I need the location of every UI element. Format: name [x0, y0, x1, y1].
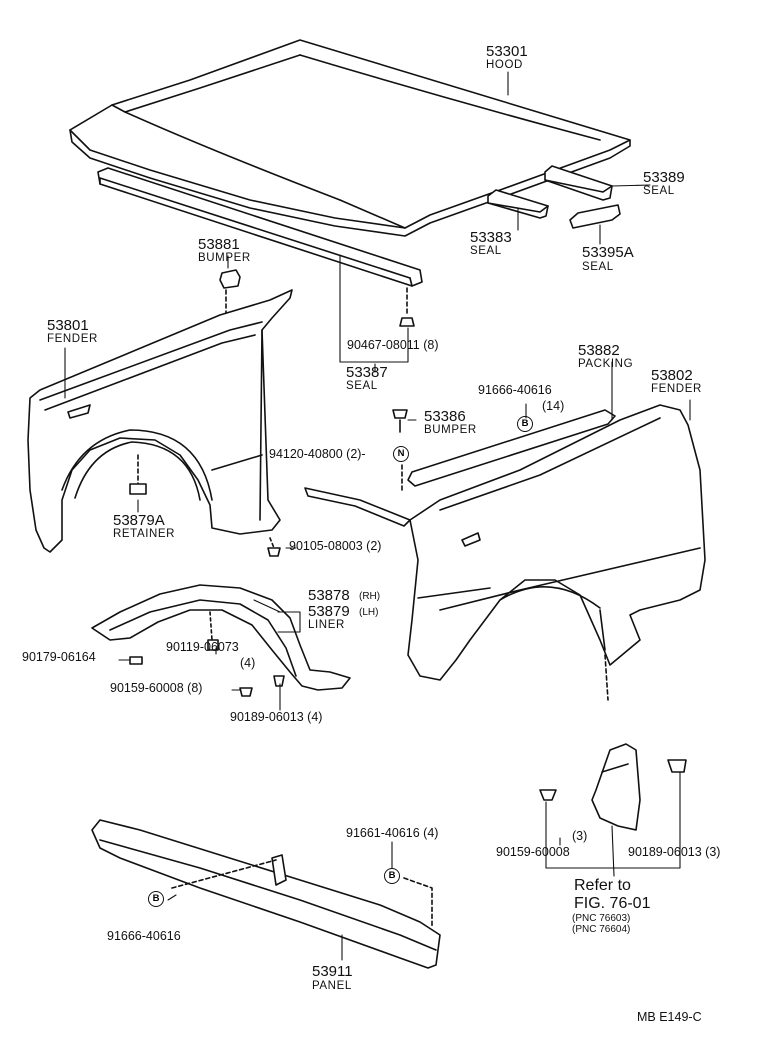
seal-53389-drawing [544, 165, 613, 201]
fender-53802-drawing [407, 404, 706, 701]
hood-part-number: 53301 [486, 43, 528, 60]
clip-90467-drawing [399, 287, 415, 327]
clip-90467-label: 90467-08011 (8) [347, 338, 439, 352]
bumper-53386-number: 53386 [424, 408, 466, 425]
clip-90119-qty: (4) [240, 656, 256, 670]
screw-90105-label: 90105-08003 (2) [289, 539, 382, 553]
packing-53882-name: PACKING [578, 358, 634, 370]
seal-53395a-name: SEAL [582, 261, 614, 273]
seal-53395a-number: 53395A [582, 244, 634, 261]
retainer-53879a-name: RETAINER [113, 528, 176, 540]
clip-90189-right-label: 90189-06013 (3) [628, 845, 721, 859]
hood-part-name: HOOD [486, 59, 523, 71]
seal-53383-drawing [487, 189, 549, 219]
seal-53383-number: 53383 [470, 229, 512, 246]
hood-drawing [69, 39, 631, 237]
nut-type-n-mark: N [393, 446, 409, 462]
liner-53879-suffix: (LH) [359, 607, 379, 618]
bumper-53386-drawing [392, 409, 408, 491]
refer-line-2: FIG. 76-01 [574, 895, 651, 912]
nut-94120-label: 94120-40800 (2)- [269, 447, 366, 461]
screw-90159-left-label: 90159-60008 (8) [110, 681, 203, 695]
clip-90189-left-label: 90189-06013 (4) [230, 710, 323, 724]
panel-53911-drawing [91, 819, 441, 969]
bumper-53881-name: BUMPER [198, 252, 251, 264]
seal-53387-drawing [97, 167, 423, 287]
seal-53389-number: 53389 [643, 169, 685, 186]
packing-53882-drawing [304, 409, 616, 527]
fender-53801-drawing [27, 289, 293, 557]
fender-53801-name: FENDER [47, 333, 98, 345]
bumper-53386-name: BUMPER [424, 424, 477, 436]
seal-53387-name: SEAL [346, 380, 378, 392]
bolt-91666-bottom-mark: B [148, 891, 164, 907]
refer-pnc-2: (PNC 76604) [572, 924, 631, 935]
bumper-53881-number: 53881 [198, 236, 240, 253]
liner-53879-number: 53879 [308, 603, 350, 620]
clip-90119-number: 90119-06073 [166, 640, 239, 654]
bolt-91661-mark: B [384, 868, 400, 884]
seal-53383-name: SEAL [470, 245, 502, 257]
clip-90179-label: 90179-06164 [22, 650, 96, 664]
fender-53802-number: 53802 [651, 367, 693, 384]
seal-53389-name: SEAL [643, 185, 675, 197]
refer-line-1: Refer to [574, 877, 631, 894]
mudguard-drawing [539, 743, 687, 831]
bolt-type-b-mark: B [517, 416, 533, 432]
screw-90159-right-number: 90159-60008 [496, 845, 570, 859]
bolt-91666-top-qty: (14) [542, 399, 565, 413]
fender-53802-name: FENDER [651, 383, 702, 395]
liner-name: LINER [308, 619, 345, 631]
liner-drawing [91, 584, 351, 697]
panel-53911-name: PANEL [312, 980, 352, 992]
panel-53911-number: 53911 [312, 963, 353, 980]
bumper-53881-drawing [219, 269, 241, 331]
bolt-91661-label: 91661-40616 (4) [346, 826, 439, 840]
packing-53882-number: 53882 [578, 342, 620, 359]
screw-90159-right-qty: (3) [572, 829, 588, 843]
liner-53878-suffix: (RH) [359, 591, 381, 602]
refer-pnc-1: (PNC 76603) [572, 913, 631, 924]
diagram-code: MB E149-C [637, 1010, 702, 1024]
retainer-53879a-number: 53879A [113, 512, 165, 529]
liner-53878-number: 53878 [308, 587, 350, 604]
seal-53387-number: 53387 [346, 364, 388, 381]
seal-53395a-drawing [569, 204, 621, 229]
bolt-91666-top-number: 91666-40616 [478, 383, 552, 397]
leader-lines [64, 71, 691, 961]
bolt-91666-bottom-number: 91666-40616 [107, 929, 181, 943]
fender-53801-number: 53801 [47, 317, 89, 334]
